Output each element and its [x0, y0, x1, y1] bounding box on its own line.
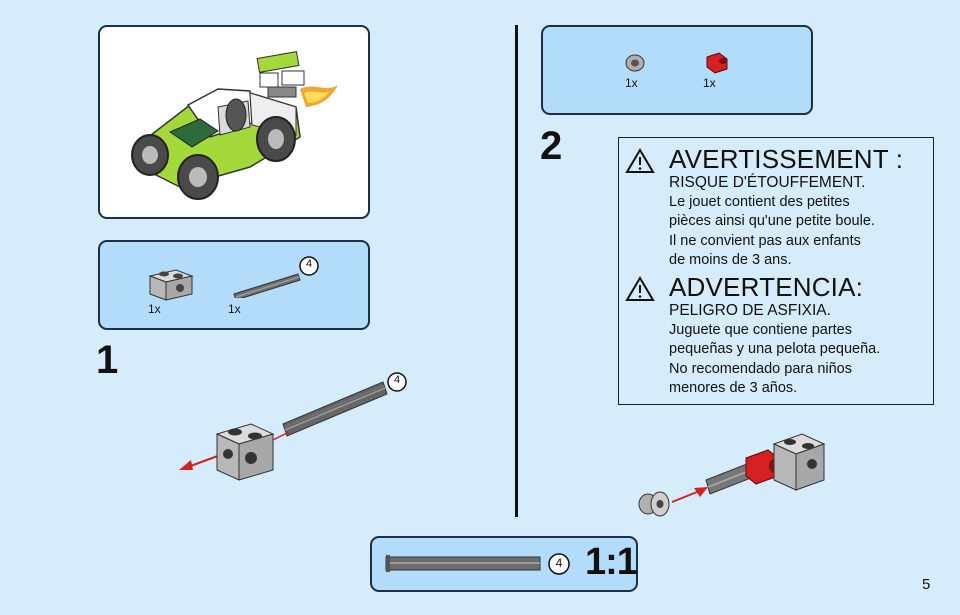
part-quantity: 1x — [625, 76, 638, 90]
page-number: 5 — [922, 576, 931, 593]
bush-icon — [625, 54, 645, 72]
part-quantity: 1x — [228, 302, 241, 316]
axle-length-label: 4 — [555, 556, 563, 570]
warning-subtitle-fr: RISQUE D'ÉTOUFFEMENT. — [669, 174, 866, 191]
warning-triangle-icon — [625, 148, 655, 173]
red-connector-icon — [706, 52, 728, 74]
scale-reference-panel: 4 1:1 — [370, 536, 638, 592]
warning-line-es: menores de 3 años. — [669, 380, 798, 396]
warning-title-fr: AVERTISSEMENT : — [669, 144, 904, 174]
length-callout-icon — [548, 553, 570, 575]
part-quantity: 1x — [703, 76, 716, 90]
step1-parts-panel: 1x 4 1x — [98, 240, 370, 330]
step2-assembly-illustration — [638, 433, 826, 517]
scale-ratio-label: 1:1 — [585, 541, 638, 583]
warning-line-fr: Le jouet contient des petites — [669, 194, 850, 210]
axle-length-label: 4 — [305, 258, 313, 270]
warning-line-es: pequeñas y una pelota pequeña. — [669, 341, 881, 357]
step-number: 2 — [540, 124, 563, 168]
axle-length-label: 4 — [393, 374, 401, 386]
warning-line-es: Juguete que contiene partes — [669, 322, 852, 338]
step2-parts-panel: 1x 1x — [541, 25, 813, 115]
length-callout-icon — [387, 372, 407, 392]
warning-line-fr: de moins de 3 ans. — [669, 252, 792, 268]
axle-icon — [233, 273, 301, 298]
warning-line-fr: Il ne convient pas aux enfants — [669, 233, 861, 249]
technic-brick-icon — [148, 269, 194, 301]
warning-triangle-icon — [625, 276, 655, 301]
warning-subtitle-es: PELIGRO DE ASFIXIA. — [669, 302, 831, 319]
step-divider — [515, 25, 518, 517]
warning-line-fr: pièces ainsi qu'une petite boule. — [669, 213, 875, 229]
choking-warning-box: AVERTISSEMENT : RISQUE D'ÉTOUFFEMENT. Le… — [618, 137, 934, 405]
model-preview-panel — [98, 25, 370, 219]
race-car-model-image — [131, 51, 338, 200]
step1-assembly-illustration — [179, 381, 388, 481]
axle-actual-size-icon — [385, 555, 541, 572]
warning-line-es: No recomendado para niños — [669, 361, 852, 377]
part-quantity: 1x — [148, 302, 161, 316]
warning-title-es: ADVERTENCIA: — [669, 272, 864, 302]
length-callout-icon — [299, 256, 319, 276]
step-number: 1 — [96, 338, 119, 382]
